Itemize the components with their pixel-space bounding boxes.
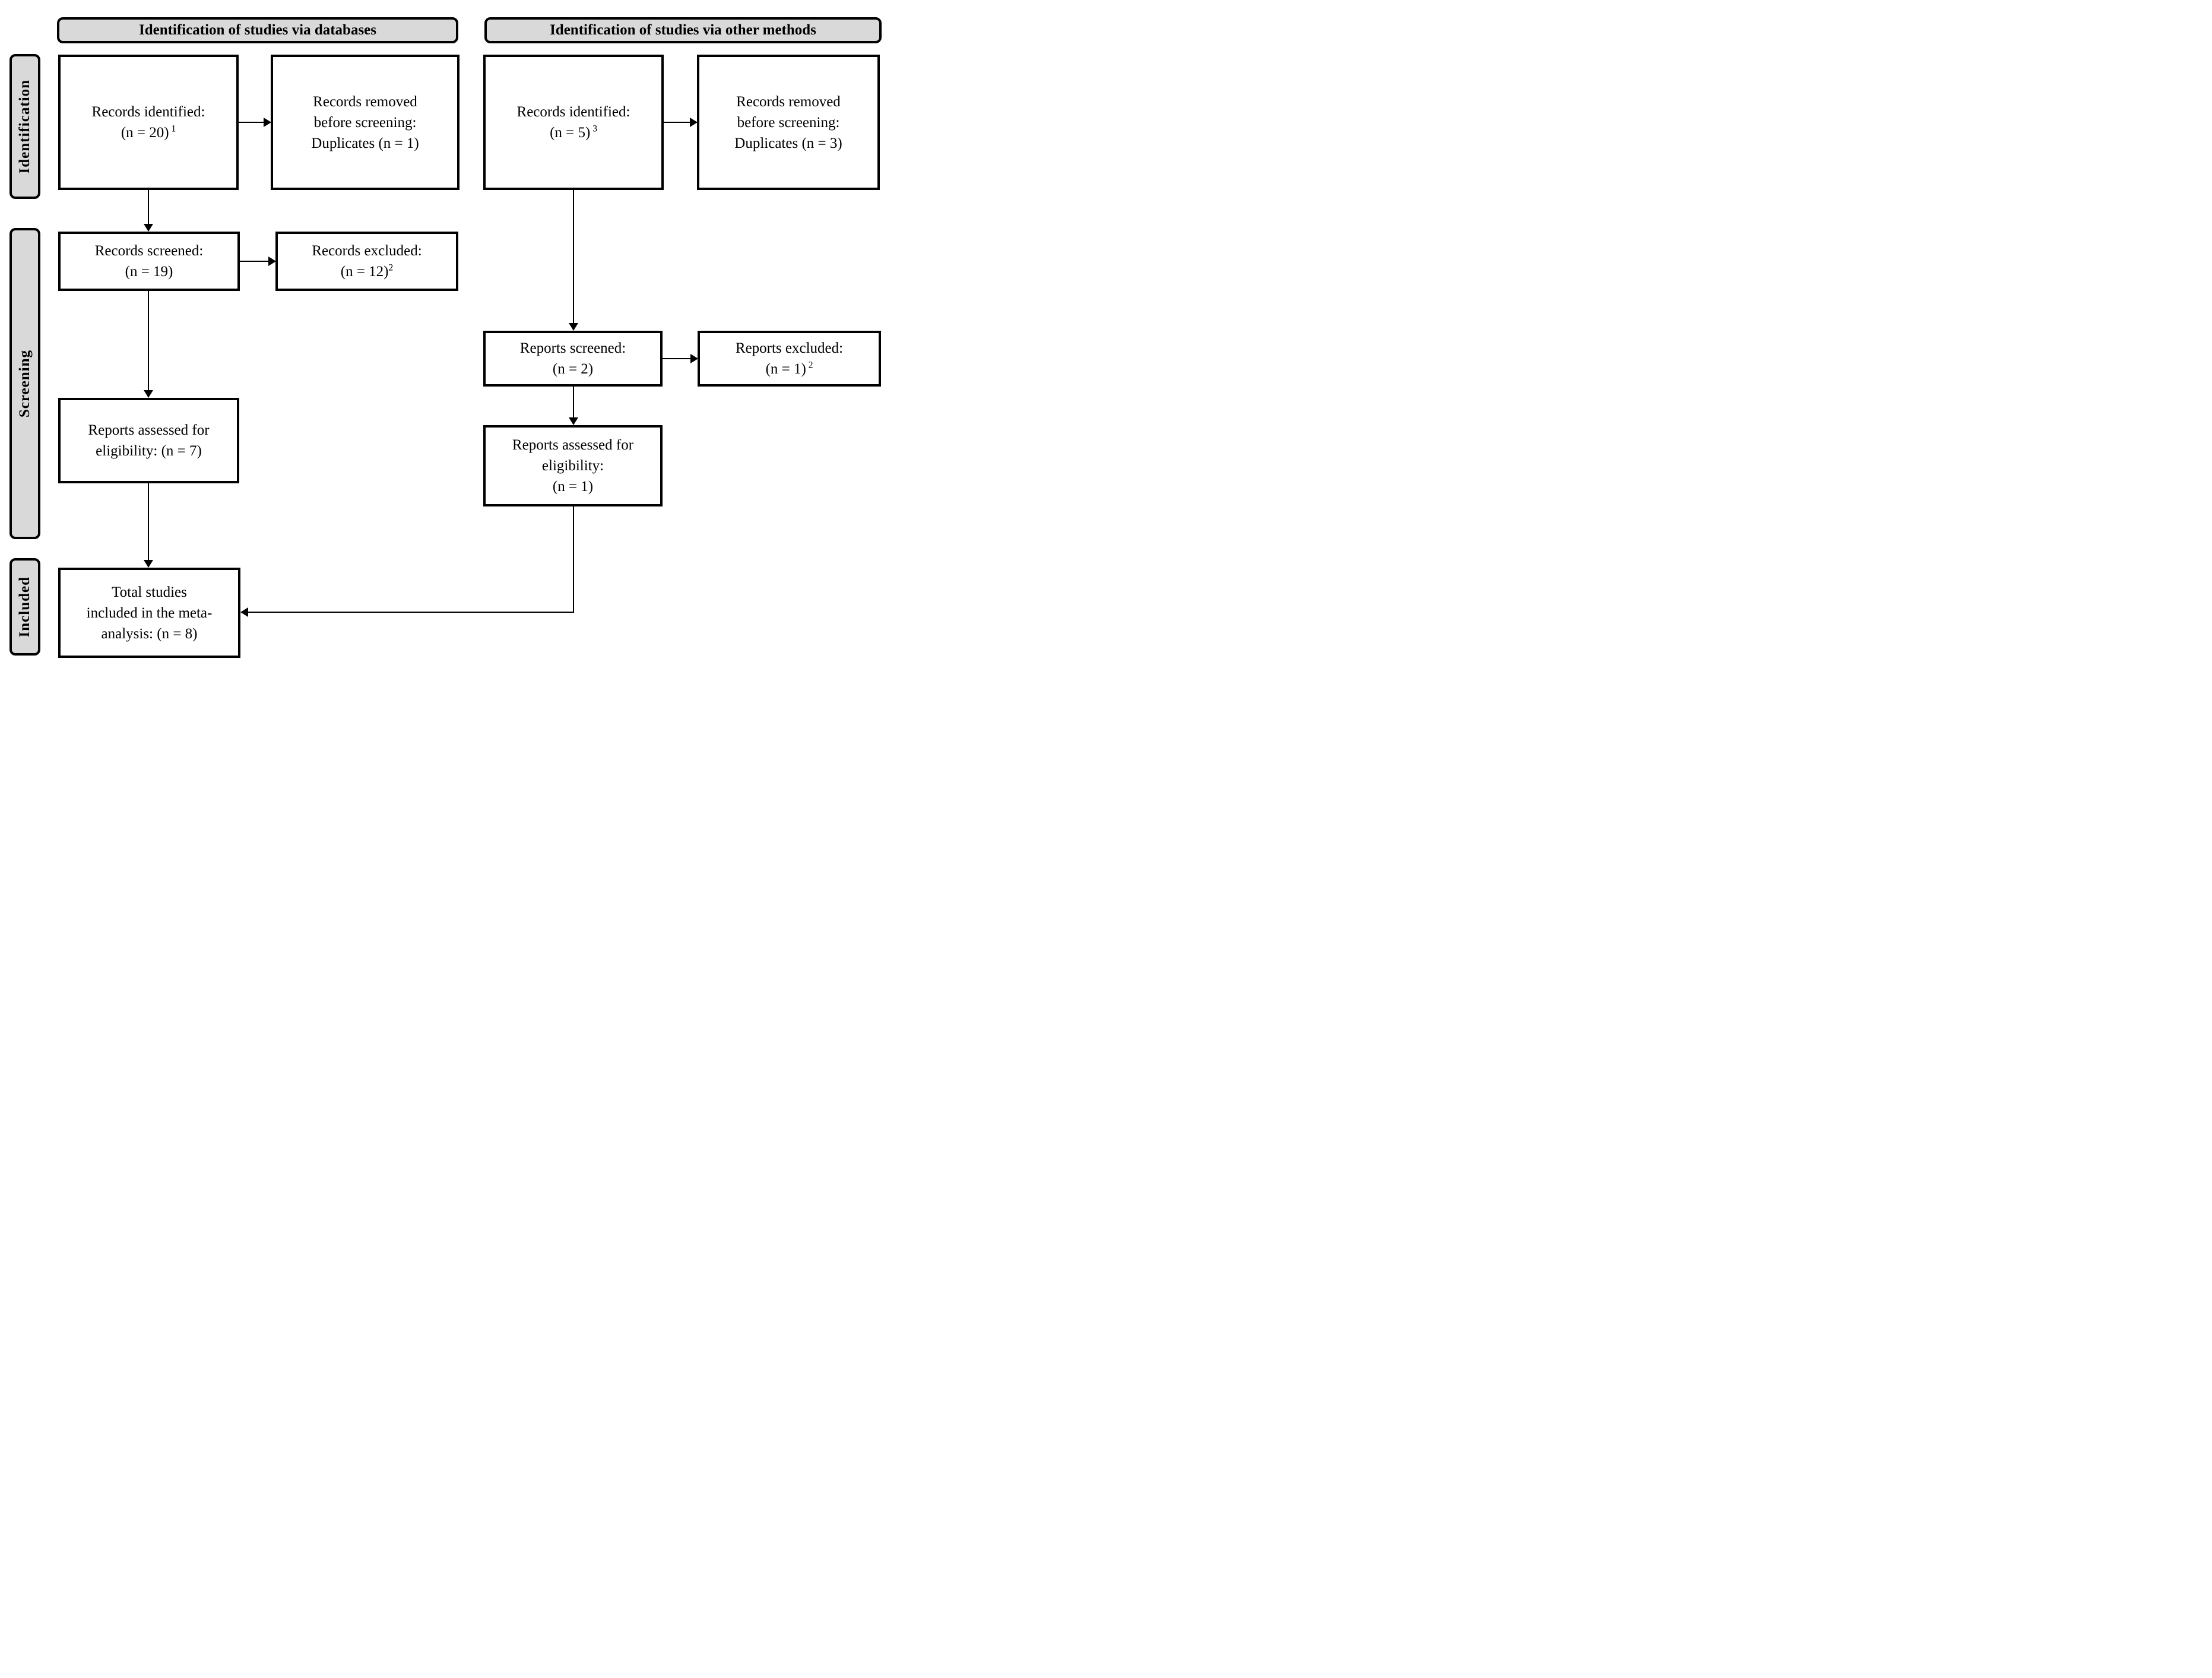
stage-identification: Identification xyxy=(9,54,40,199)
header-databases-label: Identification of studies via databases xyxy=(138,22,377,38)
box-total-studies-included: Total studies included in the meta- anal… xyxy=(58,568,240,658)
box-reports-excluded: Reports excluded: (n = 1) 2 xyxy=(698,331,881,387)
prisma-flow-diagram: Identification of studies via databases … xyxy=(0,0,885,671)
footnote-superscript: 2 xyxy=(388,262,394,273)
arrowhead-down-icon xyxy=(569,323,578,331)
footnote-superscript: 1 xyxy=(169,124,176,134)
arrow-identified-to-screened-om xyxy=(573,190,574,324)
box-records-removed-other: Records removed before screening: Duplic… xyxy=(697,55,880,190)
box-records-removed-databases: Records removed before screening: Duplic… xyxy=(271,55,459,190)
arrowhead-down-icon xyxy=(144,224,153,232)
header-other-methods: Identification of studies via other meth… xyxy=(484,17,882,43)
footnote-superscript: 2 xyxy=(806,360,813,371)
arrow-screened-to-excluded-om xyxy=(663,358,690,359)
arrow-identified-to-removed-om xyxy=(664,122,690,123)
arrowhead-right-icon xyxy=(264,118,271,127)
stage-screening: Screening xyxy=(9,228,40,539)
header-databases: Identification of studies via databases xyxy=(57,17,458,43)
box-reports-screened: Reports screened: (n = 2) xyxy=(483,331,663,387)
stage-identification-label: Identification xyxy=(17,79,33,174)
box-reports-assessed-other: Reports assessed for eligibility: (n = 1… xyxy=(483,425,663,506)
arrow-screened-to-assessed-om xyxy=(573,387,574,418)
arrowhead-right-icon xyxy=(690,118,698,127)
arrowhead-right-icon xyxy=(690,354,698,363)
box-reports-assessed-databases: Reports assessed for eligibility: (n = 7… xyxy=(58,398,239,483)
arrowhead-down-icon xyxy=(569,417,578,425)
stage-included: Included xyxy=(9,558,40,656)
arrowhead-down-icon xyxy=(144,560,153,568)
box-records-identified-other: Records identified: (n = 5) 3 xyxy=(483,55,664,190)
box-records-excluded: Records excluded: (n = 12)2 xyxy=(275,232,458,291)
arrow-screened-to-excluded xyxy=(240,261,268,262)
connector-assessed-om-to-total xyxy=(247,612,574,613)
connector-assessed-om-down xyxy=(573,506,574,613)
arrow-assessed-to-total xyxy=(148,483,149,561)
arrowhead-down-icon xyxy=(144,390,153,398)
stage-included-label: Included xyxy=(17,576,33,638)
arrow-identified-to-screened xyxy=(148,190,149,224)
arrow-screened-to-assessed xyxy=(148,291,149,391)
header-other-methods-label: Identification of studies via other meth… xyxy=(550,22,816,38)
arrow-identified-to-removed-db xyxy=(239,122,264,123)
stage-screening-label: Screening xyxy=(17,349,33,418)
arrowhead-left-icon xyxy=(240,607,248,617)
arrowhead-right-icon xyxy=(268,257,276,266)
box-records-screened: Records screened: (n = 19) xyxy=(58,232,240,291)
box-records-identified-databases: Records identified: (n = 20) 1 xyxy=(58,55,239,190)
footnote-superscript: 3 xyxy=(590,124,597,134)
